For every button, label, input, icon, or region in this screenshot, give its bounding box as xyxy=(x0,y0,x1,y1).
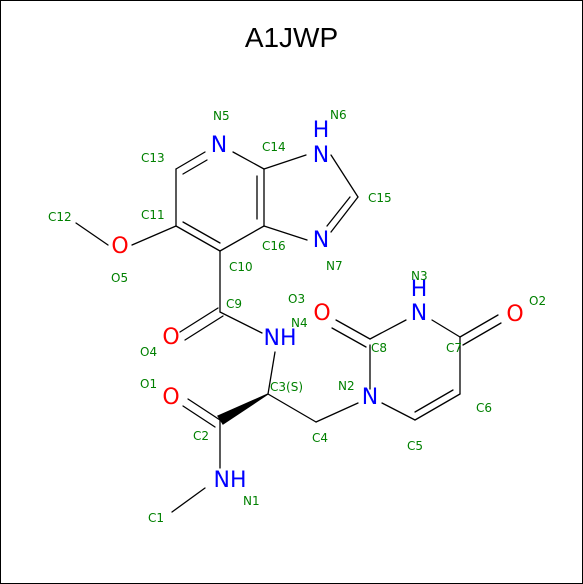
bond-c8-o3-a xyxy=(335,319,371,340)
bond-c14-n6 xyxy=(263,154,307,170)
bond-c3-c4 xyxy=(267,393,317,423)
atom-o3-symbol: O xyxy=(313,301,330,326)
bond-n7-c16 xyxy=(263,225,308,241)
bond-c6-c5-inner xyxy=(414,389,454,413)
label-c7: C7 xyxy=(446,341,462,355)
label-c12: C12 xyxy=(48,210,72,224)
label-c1: C1 xyxy=(148,511,164,525)
bond-n3-c7 xyxy=(431,319,461,338)
label-n5: N5 xyxy=(213,109,230,123)
atom-n6-n-symbol: N xyxy=(313,143,329,168)
bond-c15-n7-inner xyxy=(326,196,351,227)
bond-c6-c5 xyxy=(414,393,461,421)
label-c14: C14 xyxy=(262,140,286,154)
label-n7: N7 xyxy=(326,259,343,273)
atom-n3-h-symbol: H xyxy=(411,277,428,302)
label-o5: O5 xyxy=(111,271,128,285)
bond-c5-n2 xyxy=(381,402,416,421)
bond-n4-c3 xyxy=(267,351,276,395)
bond-c8-n3 xyxy=(369,319,407,340)
bond-o5-c12 xyxy=(75,222,109,246)
element-symbols: N H N N O O NH O NH N H N O O xyxy=(111,118,523,493)
bond-c9-o4-b xyxy=(184,315,224,341)
label-c6: C6 xyxy=(476,401,492,415)
bond-c16-c10 xyxy=(219,225,265,252)
atom-o4-symbol: O xyxy=(162,325,179,350)
label-n2: N2 xyxy=(338,379,355,393)
bonds xyxy=(75,151,502,513)
label-o2: O2 xyxy=(529,294,546,308)
bond-c3-c2-wedge xyxy=(217,393,269,425)
label-n3: N3 xyxy=(411,269,428,283)
bond-c4-n2 xyxy=(315,402,359,423)
bond-c13-n5-inner xyxy=(182,159,208,175)
bond-n1-c1 xyxy=(171,487,206,513)
atom-o5-symbol: O xyxy=(111,234,128,259)
label-c13: C13 xyxy=(141,151,165,165)
atom-n6-symbol: H xyxy=(313,118,330,143)
label-n1: N1 xyxy=(243,494,260,508)
molecule-title: A1JWP xyxy=(244,22,339,53)
atom-n3-n-symbol: N xyxy=(411,301,427,326)
bond-c2-o1-a xyxy=(187,398,221,421)
label-n4: N4 xyxy=(291,316,308,330)
atom-n7-symbol: N xyxy=(313,228,329,253)
label-c9: C9 xyxy=(226,297,242,311)
bond-c8-o3-b xyxy=(331,327,367,348)
label-c4: C4 xyxy=(312,431,328,445)
bond-n6-c15 xyxy=(330,154,359,198)
label-o1: O1 xyxy=(140,377,157,391)
bond-c10-c11-inner xyxy=(182,221,221,244)
label-c3: C3(S) xyxy=(270,380,303,394)
label-o3: O3 xyxy=(288,292,305,306)
label-c15: C15 xyxy=(368,191,392,205)
label-c8: C8 xyxy=(371,341,387,355)
atom-n5-symbol: N xyxy=(211,133,227,158)
bond-c2-o1-b xyxy=(182,405,216,428)
bond-n5-c14 xyxy=(232,151,265,170)
bond-c9-o4-a xyxy=(179,307,219,333)
bond-c15-n7 xyxy=(330,196,359,233)
label-c2: C2 xyxy=(193,429,209,443)
atom-o1-symbol: O xyxy=(162,385,179,410)
bond-c10-c11 xyxy=(175,225,221,252)
label-c5: C5 xyxy=(407,439,423,453)
bond-c9-n4 xyxy=(219,311,263,334)
atom-labels: N5 N6 C13 C14 C15 C11 C12 C16 N7 O5 C10 … xyxy=(48,108,546,525)
bond-c7-o2-a xyxy=(459,314,499,338)
label-c11: C11 xyxy=(141,208,165,222)
atom-n2-symbol: N xyxy=(362,385,378,410)
bond-c13-n5 xyxy=(175,151,206,170)
bond-c11-o5 xyxy=(131,225,177,246)
label-c16: C16 xyxy=(262,239,286,253)
label-n6: N6 xyxy=(330,108,347,122)
label-c10: C10 xyxy=(229,260,253,274)
label-o4: O4 xyxy=(140,345,157,359)
atom-o2-symbol: O xyxy=(506,302,523,327)
atom-n1-symbol: NH xyxy=(214,468,247,493)
bond-c7-o2-b xyxy=(462,322,502,346)
atom-n4-symbol: NH xyxy=(264,326,297,351)
